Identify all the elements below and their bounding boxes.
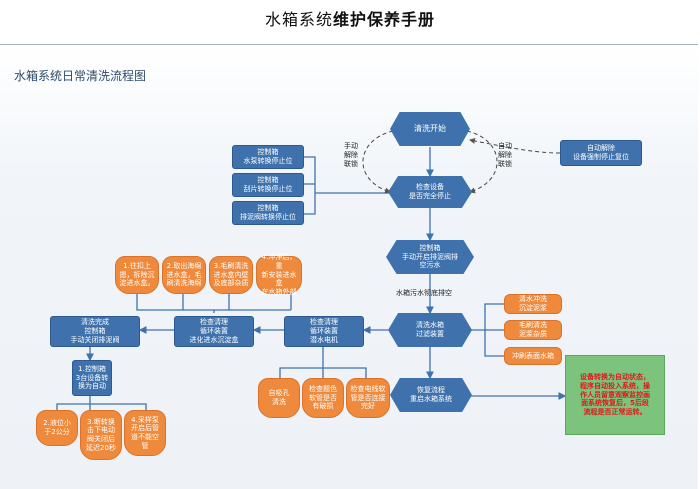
node-note: 设备转换为自动状态， 程序自动投入系统，操 作人员留意观察监控画 面系统恢复后，… (565, 355, 665, 435)
node-orange-4: 4.冲净后，重 新安装进水盒 在水箱外部 (256, 253, 302, 297)
node-check-settle-box: 检查清理 循环装置 进化进水沉淀盒 (174, 316, 254, 347)
node-orange-3: 3.毛刷清洗 进水盒内壁 及底部杂质 (209, 256, 253, 294)
edge-auto-reset (469, 138, 561, 154)
node-ctrl-blade-stop: 控制箱 刮片转换停止位 (232, 173, 304, 197)
node-recover-text: 恢复流程 重启水箱系统 (410, 386, 452, 403)
node-orange-1-text: 1.往扣上 摁，拆除沉 淀进水盒。 (119, 261, 155, 288)
node-clean-done-text: 清洗完成 控制箱 手动关闭排泥阀 (70, 318, 120, 344)
node-filter-step-2-text: 毛刷清洗 泥浆杂质 (519, 321, 547, 338)
node-step-pump-text: 4.采样泵 开启后管 道不能空 管 (131, 415, 159, 450)
edge-auto-release (466, 130, 498, 194)
edge-filter-branch (471, 303, 504, 357)
drain-empty-label: 水箱污水彻底排空 (396, 289, 452, 297)
label-auto-release-text: 自动 解除 联锁 (498, 142, 512, 169)
node-orange-2: 2.取出海绵 进水盒，毛 刷清洗海绵 (162, 256, 206, 294)
node-auto-release: 自动解除 设备强制停止复位 (560, 140, 642, 166)
edge-ctrl-branch (304, 156, 390, 215)
panel-title: 水箱系统日常清洗流程图 (14, 69, 147, 83)
node-orange-1: 1.往扣上 摁，拆除沉 淀进水盒。 (115, 256, 159, 294)
title-plain: 水箱系统 (264, 10, 333, 29)
node-ctrl-valve-stop: 控制箱 排泥阀转换停止位 (232, 201, 304, 225)
node-recover: 恢复流程 重启水箱系统 (390, 378, 472, 412)
node-filter-step-2: 毛刷清洗 泥浆杂质 (504, 320, 562, 340)
node-clean-filter: 清洗水箱 过滤装置 (388, 313, 472, 347)
edge-manual-release (362, 130, 394, 194)
label-auto-release: 自动 解除 联锁 (498, 142, 512, 169)
node-sub-3: 检查电线软 管是否连接 完好 (346, 378, 390, 418)
node-step-motor-text: 3.断转换 击下电动 阀关闭后 延迟20秒 (86, 417, 116, 452)
node-orange-4-text: 4.冲净后，重 新安装进水盒 在水箱外部 (261, 253, 297, 297)
node-ctrl-blade-stop-text: 控制箱 刮片转换停止位 (243, 176, 293, 193)
node-filter-step-1-text: 清水冲洗 沉淀泥浆 (519, 295, 547, 312)
node-start: 清洗开始 (390, 112, 470, 146)
node-step-level-text: 2.液位小 于2公分 (43, 419, 71, 436)
node-filter-step-3: 冲刷表面水箱 (504, 347, 562, 365)
node-check-stop-text: 检查设备 是否完全停止 (409, 183, 451, 200)
page-title: 水箱系统维护保养手册 (0, 6, 700, 30)
node-sub-1: 自吸孔 清洗 (258, 378, 300, 418)
node-step-ctrl-switch-text: 1.控制箱 3台设备转 换为自动 (75, 364, 109, 391)
node-sub-3-text: 检查电线软 管是否连接 完好 (350, 384, 386, 411)
node-ctrl-pump-stop-text: 控制箱 水泵转换停止位 (243, 148, 293, 165)
node-step-level: 2.液位小 于2公分 (36, 410, 78, 446)
node-sub-2-text: 检查题色 软管是否 有破损 (309, 384, 337, 411)
node-auto-release-text: 自动解除 设备强制停止复位 (573, 144, 629, 161)
title-bold: 维护保养手册 (333, 10, 436, 29)
node-clean-done: 清洗完成 控制箱 手动关闭排泥阀 (50, 316, 140, 347)
edge-steps-branch (56, 396, 147, 410)
node-sub-1-text: 自吸孔 清洗 (268, 389, 290, 406)
node-open-drain: 控制箱 手动开启排泥阀排 空污水 (386, 240, 474, 274)
node-clean-filter-text: 清洗水箱 过滤装置 (416, 321, 444, 338)
node-filter-step-1: 清水冲洗 沉淀泥浆 (504, 294, 562, 314)
edge-orange-settle (136, 284, 292, 313)
node-note-text: 设备转换为自动状态， 程序自动投入系统，操 作人员留意观察监控画 面系统恢复后，… (580, 373, 650, 417)
label-manual-release-text: 手动 解除 联锁 (344, 142, 358, 169)
node-orange-3-text: 3.毛刷清洗 进水盒内壁 及底部杂质 (213, 261, 249, 288)
node-check-stop: 检查设备 是否完全停止 (388, 176, 472, 208)
node-check-sub-pump: 检查清理 循环装置 潜水电机 (284, 316, 364, 347)
node-check-sub-pump-text: 检查清理 循环装置 潜水电机 (310, 318, 338, 344)
node-check-settle-box-text: 检查清理 循环装置 进化进水沉淀盒 (189, 318, 239, 344)
node-orange-2-text: 2.取出海绵 进水盒，毛 刷清洗海绵 (166, 261, 202, 288)
node-step-ctrl-switch: 1.控制箱 3台设备转 换为自动 (72, 360, 112, 396)
node-step-pump: 4.采样泵 开启后管 道不能空 管 (124, 410, 166, 456)
node-step-motor: 3.断转换 击下电动 阀关闭后 延迟20秒 (80, 410, 122, 460)
node-ctrl-valve-stop-text: 控制箱 排泥阀转换停止位 (240, 204, 296, 221)
label-manual-release: 手动 解除 联锁 (344, 142, 358, 169)
node-sub-2: 检查题色 软管是否 有破损 (302, 378, 344, 418)
node-ctrl-pump-stop: 控制箱 水泵转换停止位 (232, 145, 304, 169)
edge-subpump-branch (279, 347, 367, 378)
node-open-drain-text: 控制箱 手动开启排泥阀排 空污水 (402, 243, 458, 270)
